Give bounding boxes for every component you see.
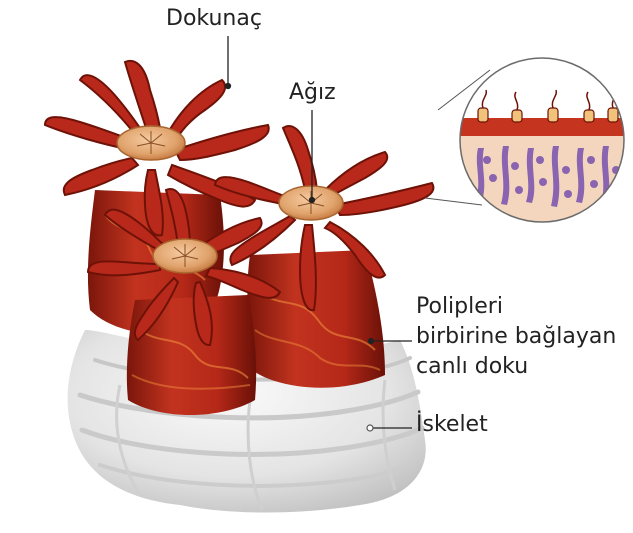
label-connecting-tissue: Polipleri birbirine bağlayan canlı doku — [416, 292, 616, 382]
polyp-back-left — [45, 61, 269, 335]
magnified-inset — [425, 55, 633, 228]
label-tissue-line1: Polipleri — [416, 292, 616, 322]
label-tissue-line3: canlı doku — [416, 352, 616, 382]
label-tentacle: Dokunaç — [166, 4, 262, 34]
label-tissue-line2: birbirine bağlayan — [416, 322, 616, 352]
label-skeleton: İskelet — [416, 410, 488, 440]
label-mouth: Ağız — [289, 78, 336, 108]
